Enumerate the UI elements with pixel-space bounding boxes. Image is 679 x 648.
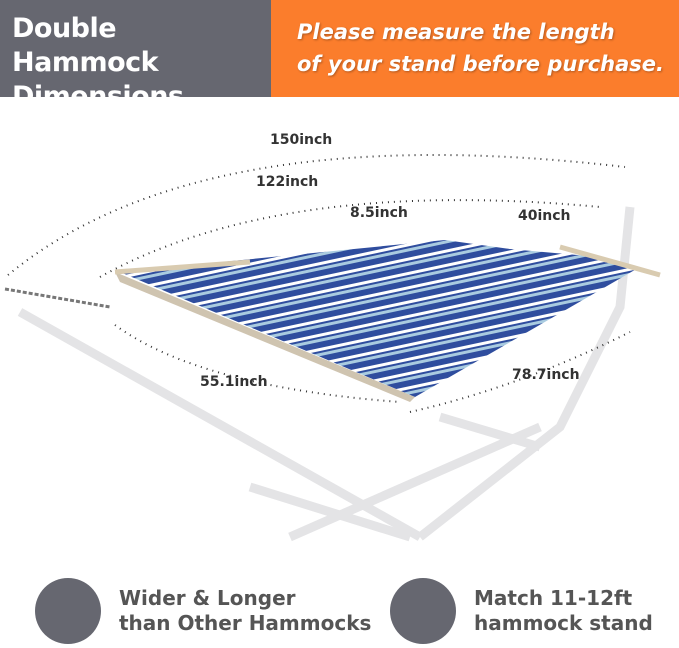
- label-55: 55.1inch: [200, 374, 268, 390]
- feature-line2: than Other Hammocks: [119, 611, 372, 635]
- header-title: Double Hammock Dimensions: [0, 0, 271, 112]
- chain-left: [4, 287, 111, 309]
- label-150: 150inch: [270, 132, 333, 148]
- title-line1: Double Hammock: [12, 13, 159, 78]
- dimension-122: [99, 199, 601, 278]
- dimension-78: [409, 331, 631, 413]
- note-line1: Please measure the length: [297, 20, 615, 44]
- header-note: Please measure the length of your stand …: [271, 0, 679, 97]
- hammock-bed: [120, 240, 640, 397]
- note-line2: of your stand before purchase.: [297, 52, 664, 76]
- stand: [17, 206, 635, 542]
- title-line2: Dimensions: [12, 81, 184, 112]
- rope-edge: [115, 272, 415, 402]
- hammock-icon: [35, 578, 101, 644]
- spreader-bar-left: [114, 259, 251, 275]
- label-8-5: 8.5inch: [350, 205, 408, 221]
- feature-line1: Wider & Longer: [119, 586, 296, 610]
- stand-icon: [390, 578, 456, 644]
- label-78: 78.7inch: [512, 367, 580, 383]
- hammock-illustration: [4, 154, 661, 542]
- feature-line1: Match 11-12ft: [474, 586, 633, 610]
- label-40: 40inch: [518, 208, 571, 224]
- spreader-bar-right: [559, 244, 661, 278]
- pillow: [425, 242, 600, 282]
- label-122: 122inch: [256, 174, 319, 190]
- feature-line2: hammock stand: [474, 611, 653, 635]
